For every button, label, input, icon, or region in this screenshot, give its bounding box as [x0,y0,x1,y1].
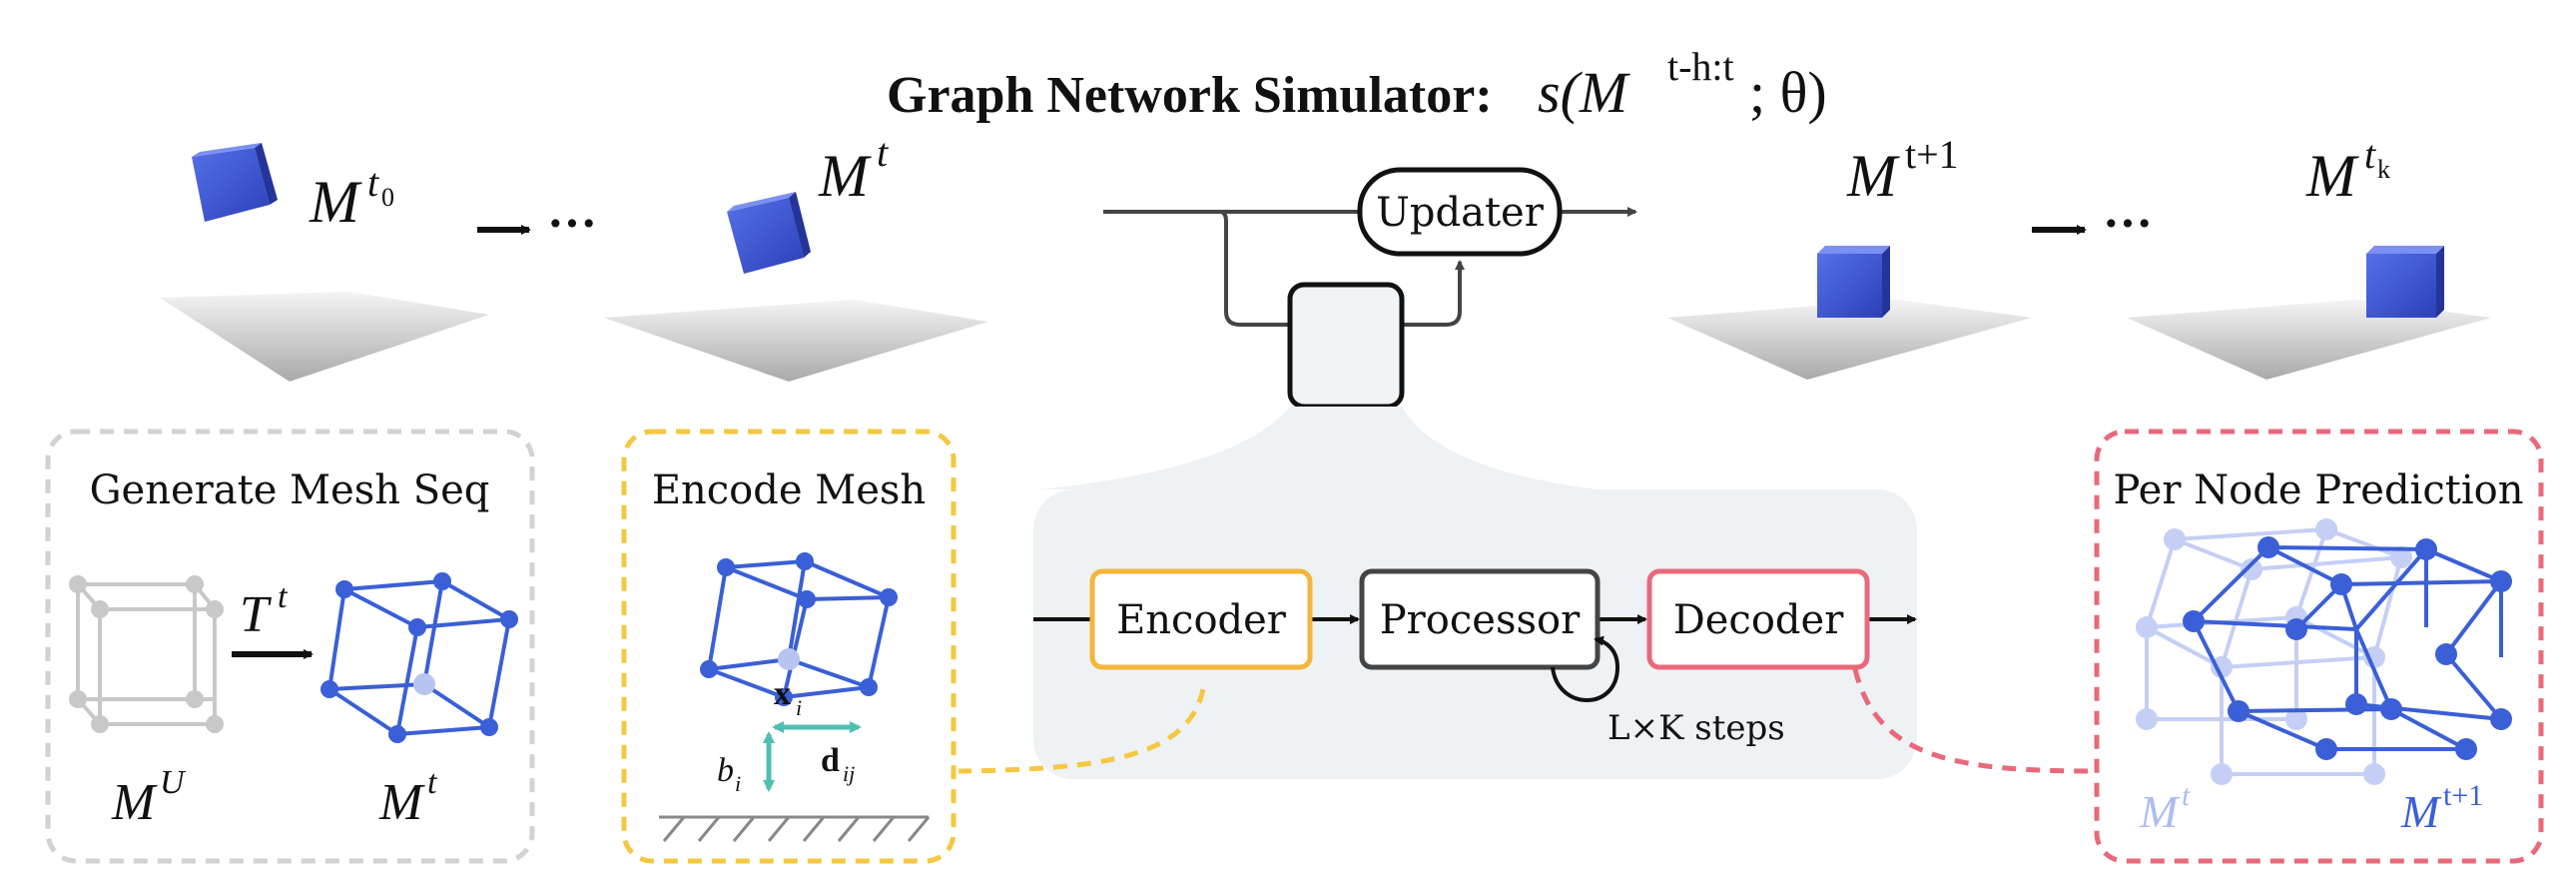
undeformed-label-base: M [111,774,158,831]
frame-tk: M t k [2127,132,2491,380]
title-formula-base: s(M [1538,60,1630,125]
branch-return-arrow [1402,260,1465,327]
predicted-mesh [2183,536,2512,760]
frame-label-base: M [818,143,872,209]
updater-label: Updater [1376,190,1545,236]
floor-plane [2127,300,2491,380]
panel-border [2094,429,2544,864]
encoder-label: Encoder [1116,597,1287,643]
panel-border [621,429,957,864]
panel-title: Generate Mesh Seq [90,467,490,513]
zoom-wedge [1038,407,1598,489]
panel-encode-mesh: Encode Mesh x i d ij [621,429,957,864]
undeformed-mesh [69,575,224,733]
transform-base: T [240,586,272,643]
deformed-mesh [321,572,518,743]
gnn-block [1287,282,1405,410]
edge-feature-label: d [821,742,840,779]
cube-icon [2366,246,2444,318]
frame-label-sub: 0 [381,183,394,212]
loop-arrow [1551,635,1620,702]
frame-t0: M t 0 [160,143,489,382]
floor-plane [1667,300,2032,380]
loop-label: L×K steps [1608,708,1785,748]
sequence-ellipsis: ··· [2103,195,2153,251]
encoder-connector [958,688,1206,774]
predicted-label-sup: t+1 [2443,779,2483,812]
undeformed-label-sup: U [160,764,187,801]
title-text: Graph Network Simulator: [887,67,1493,124]
floor-plane [160,292,489,382]
frame-label-sup: t [877,130,889,175]
panel-border [45,429,535,864]
processor-box [1359,568,1601,670]
previous-label-sup: t [2182,779,2191,812]
updater-box [1357,167,1563,257]
updater-block: Updater [1103,167,1637,410]
cube-icon [727,192,811,274]
panel-title: Encode Mesh [652,467,926,513]
edge-feature-sub: ij [843,761,855,786]
boundary-feature-label: b [717,752,734,789]
deformed-label-base: M [378,774,425,831]
cube-icon [192,143,278,222]
previous-mesh [2136,518,2412,785]
frame-label-base: M [309,169,362,235]
frame-label-base: M [2305,143,2359,209]
processor-label: Processor [1380,597,1581,643]
transform-sup: t [278,578,289,615]
panel-generate-mesh: Generate Mesh Seq T t [45,429,535,864]
deformed-label-sup: t [427,764,438,801]
previous-label-base: M [2139,786,2181,837]
decoder-box [1646,568,1870,670]
node-feature-label: x [774,675,791,712]
encoder-box [1089,568,1313,670]
frame-label-sub: k [2377,155,2390,184]
frame-label-sup: t [367,160,379,205]
frame-t1: M t+1 [1667,132,2032,380]
decoder-label: Decoder [1673,597,1845,643]
sequence-ellipsis: ··· [547,195,597,251]
page-title: Graph Network Simulator: s(M t-h:t ; θ) [887,44,1827,125]
encoded-mesh [700,552,898,706]
title-formula-sup: t-h:t [1667,44,1734,89]
frame-t: M t [604,130,988,382]
branch-line [1213,210,1290,327]
frame-label-base: M [1846,143,1900,209]
ground-hatch [659,815,931,842]
decoder-connector [1852,668,2098,774]
frame-label-sup: t+1 [1905,132,1959,177]
cube-icon [1817,246,1890,318]
floor-plane [604,300,988,382]
title-formula-tail: ; θ) [1749,60,1827,125]
frame-label-sup: t [2364,132,2376,177]
boundary-feature-sub: i [735,771,741,796]
predicted-label-base: M [2400,786,2442,837]
panel-title: Per Node Prediction [2114,467,2524,513]
node-feature-sub: i [796,695,802,720]
panel-per-node-prediction: Per Node Prediction [2094,429,2544,864]
